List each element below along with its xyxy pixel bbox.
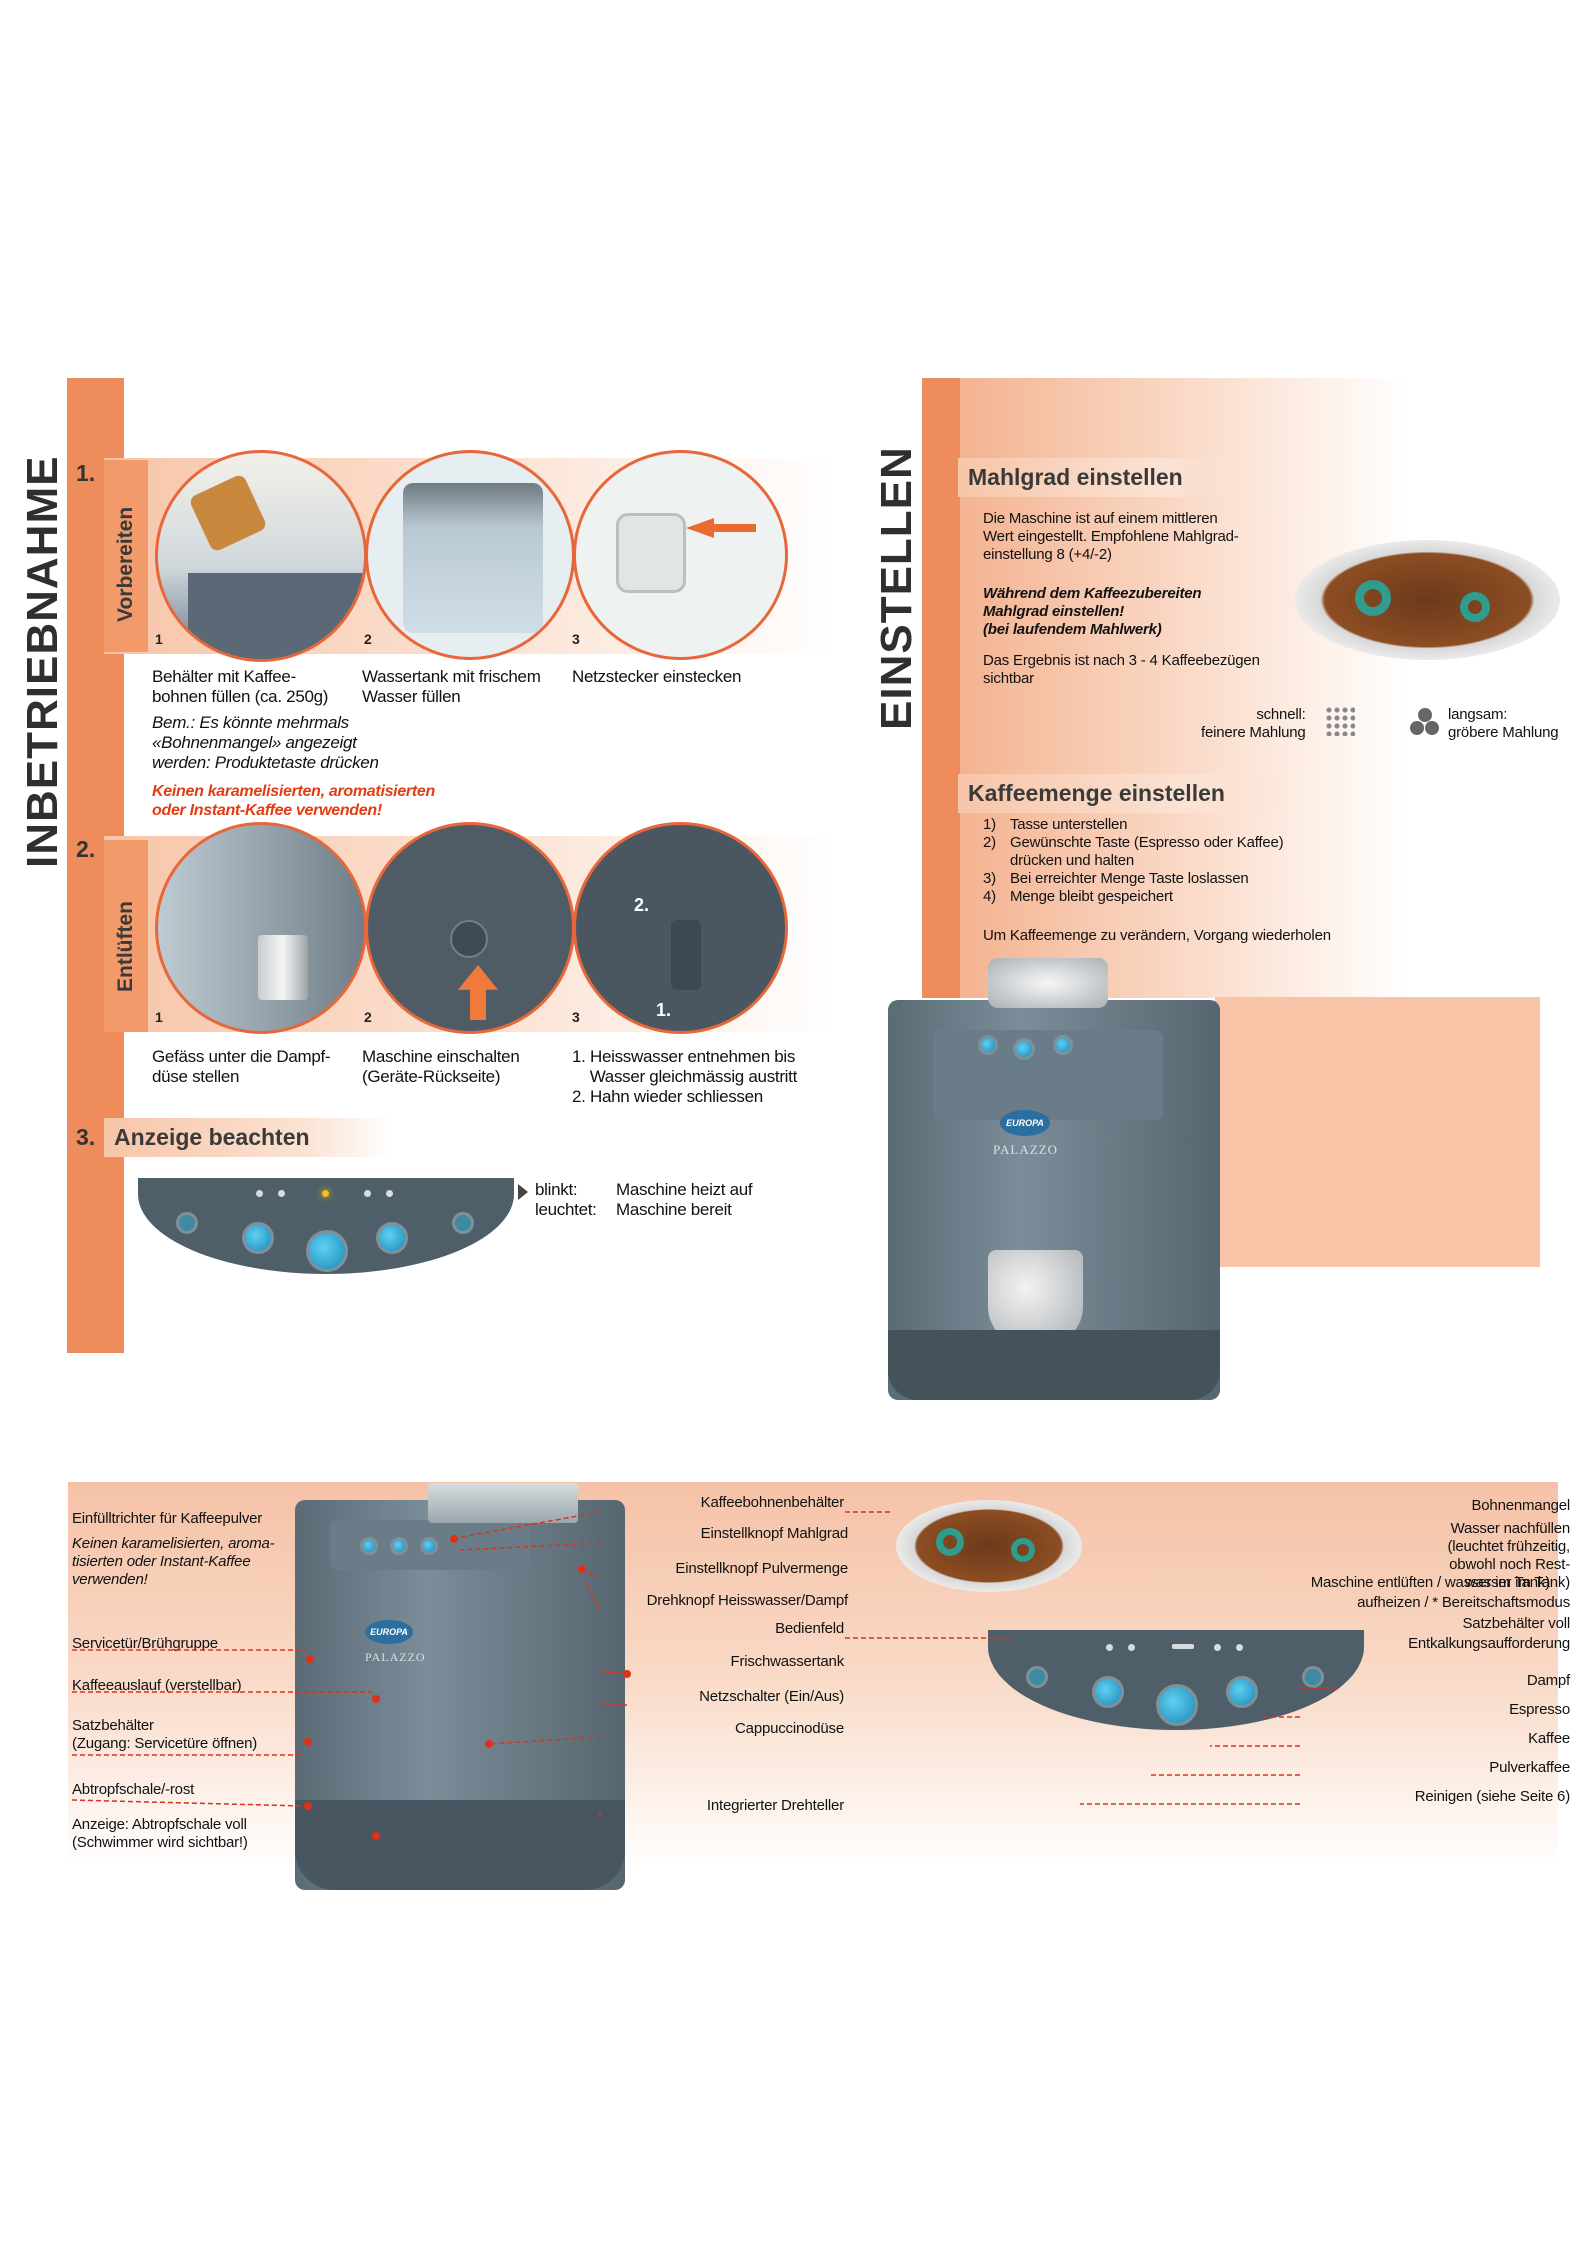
text-mahlgrad: Die Maschine ist auf einem mittleren Wer… [983, 510, 1239, 563]
label-bedienfeld: Bedienfeld [775, 1620, 844, 1637]
step-number-3: 3. [76, 1124, 96, 1150]
warning-mahlgrad: Während dem Kaffeezubereiten Mahlgrad ei… [983, 585, 1202, 638]
step-2-number: 2 [364, 631, 372, 647]
menge-footer: Um Kaffeemenge zu verändern, Vorgang wie… [983, 927, 1331, 944]
caption-switch-on: Maschine einschalten (Geräte-Rückseite) [362, 1047, 520, 1086]
label-reinigen: Reinigen (siehe Seite 6) [1414, 1788, 1570, 1805]
label-drehknopf-heisswasser: Drehknopf Heisswasser/Dampf [646, 1592, 849, 1609]
arrow-right-icon [518, 1184, 528, 1200]
model-name: PALAZZO [993, 1142, 1059, 1157]
label-satzbehaelter: Satzbehälter (Zugang: Servicetüre öffnen… [72, 1717, 258, 1752]
menge-step-2: Gewünschte Taste (Espresso oder Kaffee) … [1010, 834, 1284, 869]
einstellen-lower-box [1215, 997, 1540, 1267]
label-einstellknopf-pulvermenge: Einstellknopf Pulvermenge [675, 1560, 848, 1577]
caption-power-plug: Netzstecker einstecken [572, 667, 742, 686]
image-bean-container [428, 1483, 578, 1523]
caption-steam-cup: Gefäss unter die Dampf- düse stellen [152, 1047, 331, 1086]
label-aufheizen: aufheizen / * Bereitschaftsmodus [1357, 1594, 1570, 1611]
image-coffee-machine: EUROPA PALAZZO [888, 1000, 1220, 1400]
model-name: PALAZZO [365, 1650, 426, 1664]
label-dampf: Dampf [1526, 1672, 1570, 1689]
label-drehteller: Integrierter Drehteller [706, 1797, 844, 1814]
heading-kaffeemenge: Kaffeemenge einstellen [958, 774, 1288, 813]
image-grinder [1295, 540, 1560, 660]
label-frischwassertank: Frischwassertank [730, 1653, 845, 1670]
image-power-plug [573, 450, 788, 660]
heading-mahlgrad: Mahlgrad einstellen [958, 458, 1248, 497]
label-anzeige-abtropfschale: Anzeige: Abtropfschale voll (Schwimmer w… [72, 1816, 248, 1851]
label-maschine-entlueften: Maschine entlüften / wasser im Tank) [1310, 1574, 1550, 1591]
caption-water-tank: Wassertank mit frischem Wasser füllen [362, 667, 541, 706]
step-3-number: 3 [572, 631, 580, 647]
label-satzbehaelter-voll: Satzbehälter voll [1462, 1615, 1571, 1632]
label-servicetuer: Servicetür/Brühgruppe [72, 1635, 218, 1652]
label-langsam: langsam: gröbere Mahlung [1448, 706, 1559, 741]
step-3-number: 3 [572, 1009, 580, 1025]
label-abtropfschale: Abtropfschale/-rost [72, 1781, 195, 1798]
note-bohnenmangel: Bem.: Es könnte mehrmals «Bohnenmangel» … [152, 713, 379, 772]
menge-step-1-n: 1) [983, 816, 996, 833]
label-pulverkaffee: Pulverkaffee [1489, 1759, 1570, 1776]
step-number-1: 1. [76, 460, 96, 486]
label-espresso: Espresso [1509, 1701, 1570, 1718]
menge-step-4-n: 4) [983, 888, 996, 905]
image-coffee-machine-overview: EUROPA PALAZZO [295, 1500, 625, 1890]
image-hot-water: 2. 1. [573, 822, 788, 1034]
menge-step-4: Menge bleibt gespeichert [1010, 888, 1173, 905]
menge-step-1: Tasse unterstellen [1010, 816, 1128, 833]
image-cups-on-top [988, 958, 1108, 1008]
label-wasser-nachfuellen: Wasser nachfüllen (leuchtet frühzeitig, … [1447, 1520, 1570, 1591]
menge-step-3: Bei erreichter Menge Taste loslassen [1010, 870, 1249, 887]
image-water-tank [365, 450, 575, 660]
state-value-leuchtet: Maschine bereit [616, 1200, 732, 1219]
coarse-grind-icon [1410, 708, 1440, 736]
mark-1: 1. [656, 1000, 672, 1020]
state-value-blinkt: Maschine heizt auf [616, 1180, 753, 1199]
caption-hot-water: 1. Heisswasser entnehmen bis Wasser glei… [572, 1047, 798, 1106]
brand-logo: EUROPA [365, 1620, 413, 1644]
heading-anzeige: Anzeige beachten [104, 1118, 394, 1157]
caption-fill-beans: Behälter mit Kaffee- bohnen füllen (ca. … [152, 667, 329, 706]
warning-coffee-type: Keinen karamelisierten, aromatisierten o… [152, 783, 435, 819]
step-1-number: 1 [155, 1009, 163, 1025]
mark-2: 2. [634, 895, 650, 915]
image-fill-beans [155, 450, 367, 662]
image-grinder-overview [896, 1500, 1082, 1592]
label-entkalkung: Entkalkungsaufforderung [1408, 1635, 1570, 1652]
label-cappuccinoduese: Cappuccinodüse [735, 1720, 844, 1737]
step-1-number: 1 [155, 631, 163, 647]
step-2-number: 2 [364, 1009, 372, 1025]
menge-step-3-n: 3) [983, 870, 996, 887]
state-key-leuchtet: leuchtet: [535, 1200, 597, 1219]
label-bohnenmangel: Bohnenmangel [1471, 1497, 1570, 1514]
label-warning-kaffeepulver: Keinen karamelisierten, aroma- tisierten… [72, 1535, 275, 1588]
label-einfuelltrichter: Einfülltrichter für Kaffeepulver [72, 1510, 263, 1527]
label-kaffee: Kaffee [1528, 1730, 1570, 1747]
step-number-2: 2. [76, 836, 96, 862]
label-einstellknopf-mahlgrad: Einstellknopf Mahlgrad [700, 1525, 849, 1542]
brand-logo: EUROPA [1000, 1110, 1050, 1136]
text-mahlgrad-result: Das Ergebnis ist nach 3 - 4 Kaffeebezüge… [983, 652, 1260, 687]
band-entlueften: Entlüften [104, 840, 148, 1032]
state-key-blinkt: blinkt: [535, 1180, 578, 1199]
band-vorbereiten: Vorbereiten [104, 460, 148, 652]
fine-grind-icon [1325, 706, 1355, 736]
label-kaffeeauslauf: Kaffeeauslauf (verstellbar) [72, 1677, 242, 1694]
image-switch-on [365, 822, 575, 1034]
label-kaffeebohnenbehaelter: Kaffeebohnenbehälter [700, 1494, 845, 1511]
label-netzschalter: Netzschalter (Ein/Aus) [699, 1688, 844, 1705]
menge-step-2-n: 2) [983, 834, 996, 851]
label-schnell: schnell: feinere Mahlung [1201, 706, 1306, 741]
